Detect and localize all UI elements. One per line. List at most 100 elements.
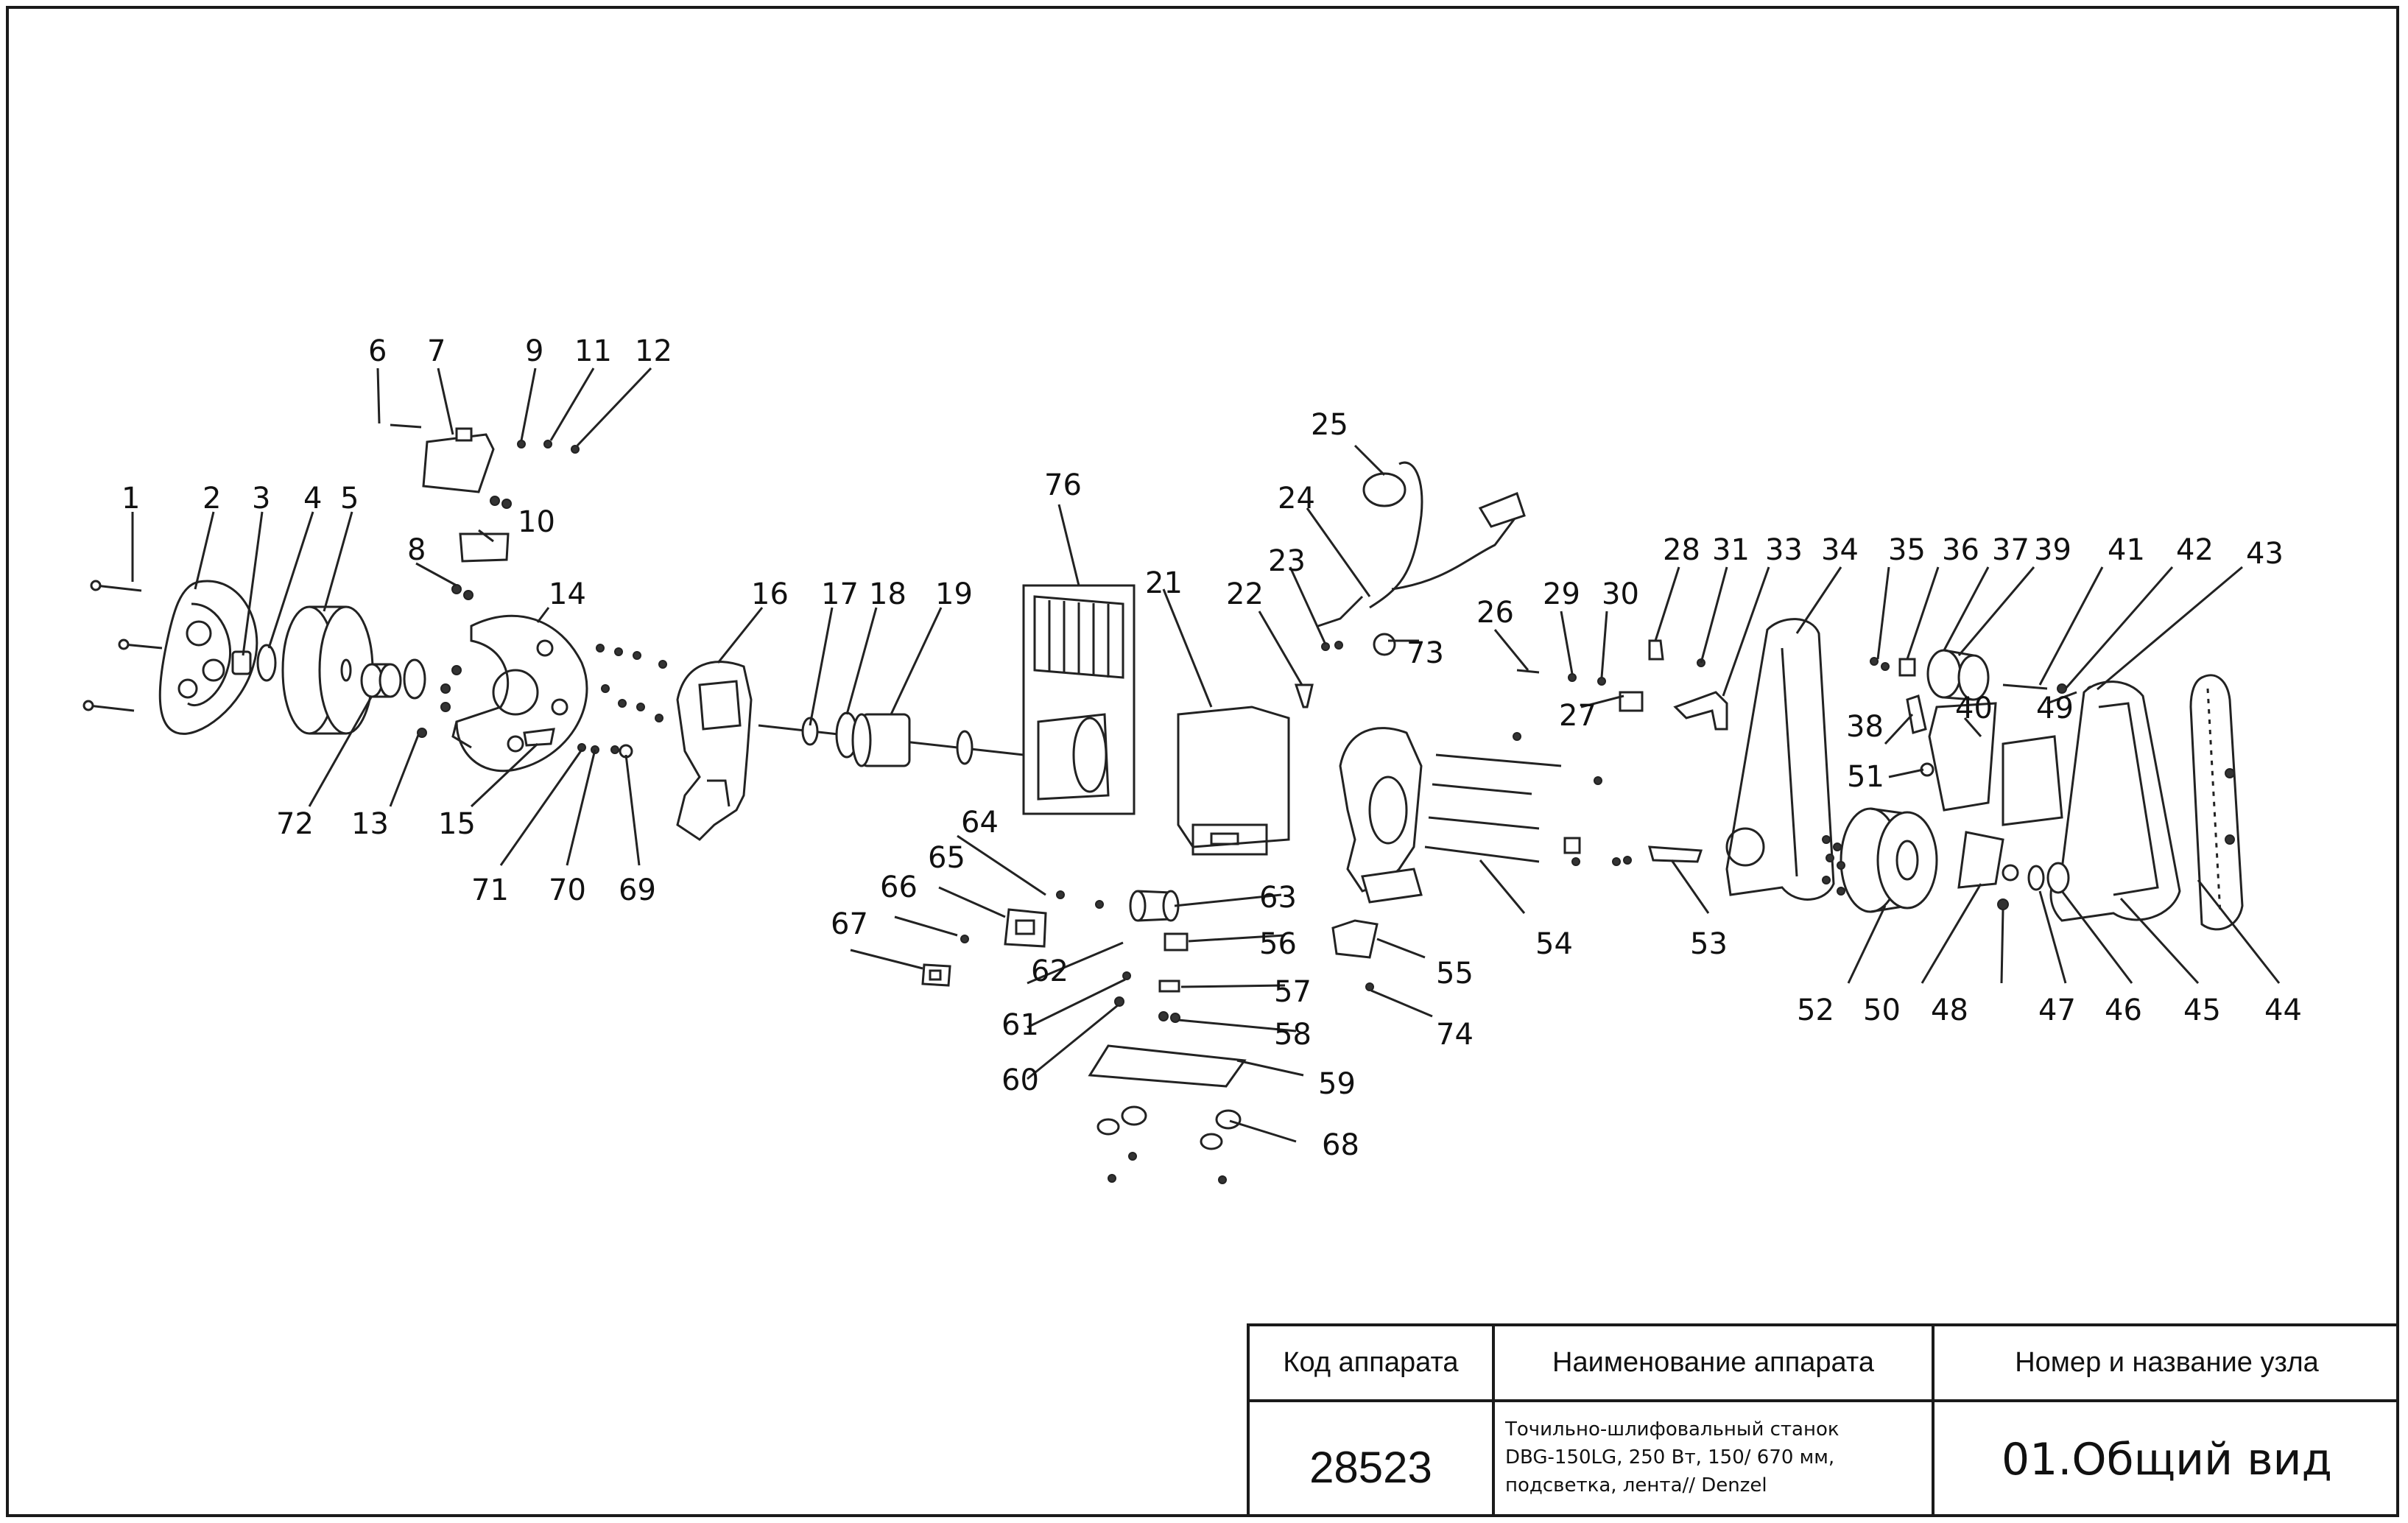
part-terminal-57: [1158, 979, 1180, 993]
label-part-49: 49: [2036, 692, 2074, 725]
label-part-64: 64: [961, 806, 999, 840]
label-part-33: 33: [1765, 533, 1803, 567]
label-part-45: 45: [2183, 993, 2221, 1027]
label-part-11: 11: [574, 334, 612, 368]
part-plate-53: [1647, 845, 1703, 863]
label-part-39: 39: [2034, 533, 2071, 567]
label-part-16: 16: [751, 577, 789, 611]
label-part-17: 17: [821, 577, 859, 611]
part-pin-22: [1294, 683, 1314, 708]
label-part-70: 70: [549, 873, 586, 907]
label-part-21: 21: [1145, 566, 1183, 600]
part-base-plate: [1088, 1044, 1247, 1088]
label-part-38: 38: [1846, 710, 1884, 744]
part-stator-box: [1022, 584, 1136, 815]
part-washer-46: [2046, 862, 2070, 894]
label-part-31: 31: [1712, 533, 1750, 567]
part-terminal-56: [1163, 932, 1189, 952]
label-part-72: 72: [276, 807, 314, 841]
header-unit-name: Номер и название узла: [1935, 1326, 2399, 1402]
part-right-housing: [1339, 727, 1423, 904]
part-switch-67: [921, 963, 951, 987]
label-part-62: 62: [1031, 954, 1069, 988]
label-part-56: 56: [1259, 927, 1297, 961]
part-labels: 1 2 3 4 5 6 7 8 9 10 11 12 13 14 15 16 1…: [122, 334, 2302, 1162]
drawing-frame: [6, 6, 2399, 1517]
label-part-55: 55: [1436, 957, 1474, 991]
part-washer-4: [256, 644, 277, 682]
part-bracket-15: [523, 728, 555, 747]
label-part-50: 50: [1863, 993, 1901, 1027]
header-device-code: Код аппарата: [1250, 1326, 1495, 1402]
part-foot-55: [1331, 919, 1379, 959]
part-tie-rods: [1424, 753, 1562, 863]
label-part-15: 15: [438, 807, 476, 841]
part-belt-guard: [2049, 680, 2181, 922]
part-washer-47: [2027, 865, 2045, 891]
part-bushing-72: [360, 663, 402, 698]
label-part-44: 44: [2264, 993, 2302, 1027]
part-switch-28: [1648, 639, 1664, 661]
label-part-18: 18: [869, 577, 906, 611]
label-part-27: 27: [1559, 699, 1596, 733]
part-outlines: [82, 423, 2244, 1184]
part-tracking-arm: [1673, 691, 1728, 731]
label-part-35: 35: [1888, 533, 1926, 567]
part-spacer: [1563, 837, 1581, 854]
label-part-34: 34: [1821, 533, 1859, 567]
label-part-57: 57: [1274, 975, 1312, 1009]
label-part-1: 1: [122, 482, 140, 516]
label-part-12: 12: [635, 334, 672, 368]
part-tension-plate-40: [1928, 702, 1997, 812]
part-left-housing: [676, 661, 753, 841]
label-part-67: 67: [831, 907, 868, 941]
part-rubber-feet: [1096, 1105, 1242, 1184]
header-device-name: Наименование аппарата: [1495, 1326, 1935, 1402]
part-cover-plate: [2002, 735, 2063, 826]
label-part-53: 53: [1690, 927, 1728, 961]
part-nut-36: [1898, 658, 1916, 677]
label-part-5: 5: [340, 482, 359, 516]
label-part-7: 7: [427, 334, 446, 368]
label-part-52: 52: [1797, 993, 1834, 1027]
label-part-23: 23: [1268, 544, 1306, 578]
label-part-13: 13: [351, 807, 389, 841]
label-part-54: 54: [1535, 927, 1573, 961]
label-part-42: 42: [2176, 533, 2214, 567]
part-grinding-wheel: [281, 605, 374, 735]
part-sanding-belt: [2189, 674, 2244, 931]
label-part-73: 73: [1407, 636, 1444, 670]
label-part-68: 68: [1322, 1128, 1359, 1162]
part-screw-6: [390, 423, 422, 429]
part-nut-3: [231, 650, 252, 675]
part-shield-clip: [455, 427, 473, 442]
label-part-48: 48: [1931, 993, 1968, 1027]
label-part-71: 71: [471, 873, 509, 907]
label-part-9: 9: [525, 334, 543, 368]
label-part-66: 66: [880, 870, 918, 904]
label-part-47: 47: [2038, 993, 2076, 1027]
label-part-40: 40: [1955, 692, 1993, 725]
label-part-30: 30: [1602, 577, 1639, 611]
label-part-10: 10: [518, 505, 555, 539]
part-outer-guard: [158, 580, 258, 735]
label-part-24: 24: [1278, 482, 1315, 516]
label-part-36: 36: [1942, 533, 1979, 567]
part-belt-arm-frame: [1725, 618, 1835, 901]
label-part-26: 26: [1476, 596, 1514, 630]
part-flange: [403, 658, 426, 700]
part-rotor-shaft: [758, 711, 1024, 767]
part-screw-26: [1516, 669, 1540, 674]
part-eye-shield: [422, 433, 495, 493]
device-name-value: Точильно-шлифовальный станок DBG-150LG, …: [1495, 1402, 1935, 1517]
label-part-58: 58: [1274, 1018, 1312, 1052]
label-part-25: 25: [1311, 408, 1348, 442]
part-idler-roller: [1926, 649, 1990, 701]
part-screws-small: [577, 644, 667, 759]
label-part-28: 28: [1663, 533, 1700, 567]
label-part-65: 65: [928, 841, 965, 875]
label-part-2: 2: [203, 482, 221, 516]
label-part-59: 59: [1318, 1067, 1356, 1101]
label-part-14: 14: [549, 577, 586, 611]
